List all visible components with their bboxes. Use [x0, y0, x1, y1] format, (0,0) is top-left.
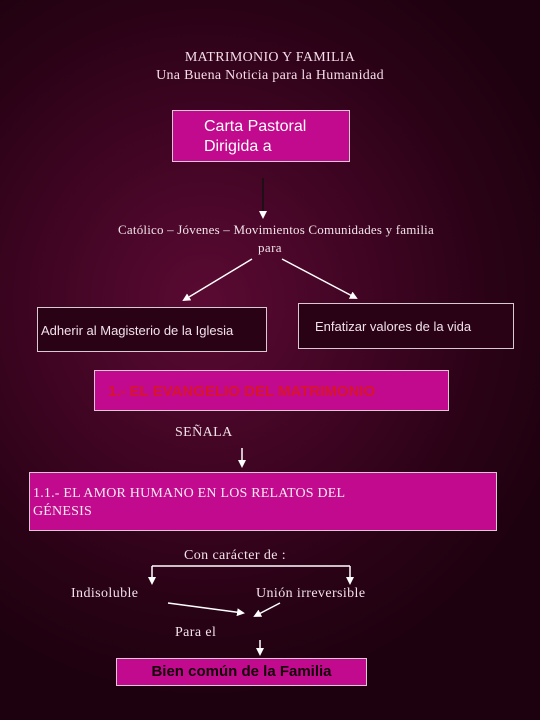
adherir-label: Adherir al Magisterio de la Iglesia [41, 323, 234, 338]
audience-line-1: Católico – Jóvenes – Movimientos Comunid… [118, 222, 434, 237]
senala-label: SEÑALA [175, 425, 233, 440]
amor-line-2: GÉNESIS [33, 504, 92, 519]
title-line-1: MATRIMONIO Y FAMILIA [184, 50, 356, 65]
arrow-to-enfatizar [281, 258, 358, 299]
enfatizar-valores-box: Enfatizar valores de la vida [298, 303, 514, 349]
carta-line-1: Carta Pastoral [204, 118, 307, 135]
arrow-indisoluble-converge [167, 602, 245, 617]
union-irreversible-label: Unión irreversible [256, 586, 366, 601]
para-el-label: Para el [175, 625, 217, 640]
arrow-to-adherir [182, 258, 253, 302]
bien-comun-box: Bien común de la Familia [116, 658, 367, 686]
adherir-magisterio-box: Adherir al Magisterio de la Iglesia [37, 307, 267, 352]
indisoluble-label: Indisoluble [71, 586, 139, 601]
amor-humano-box: 1.1.- EL AMOR HUMANO EN LOS RELATOS DEL … [29, 472, 497, 531]
caracter-label: Con carácter de : [184, 548, 287, 563]
carta-pastoral-box: Carta Pastoral Dirigida a [172, 110, 350, 162]
evangelio-heading: 1.- EL EVANGELIO DEL MATRIMONIO [108, 383, 376, 400]
evangelio-matrimonio-box: 1.- EL EVANGELIO DEL MATRIMONIO [94, 370, 449, 411]
bien-comun-label: Bien común de la Familia [151, 663, 332, 680]
title-line-2: Una Buena Noticia para la Humanidad [156, 68, 384, 83]
audience-line-2: para [258, 240, 282, 255]
enfatizar-label: Enfatizar valores de la vida [315, 319, 472, 334]
amor-line-1: 1.1.- EL AMOR HUMANO EN LOS RELATOS DEL [33, 486, 346, 501]
carta-line-2: Dirigida a [204, 138, 272, 155]
arrow-union-converge [253, 602, 281, 617]
